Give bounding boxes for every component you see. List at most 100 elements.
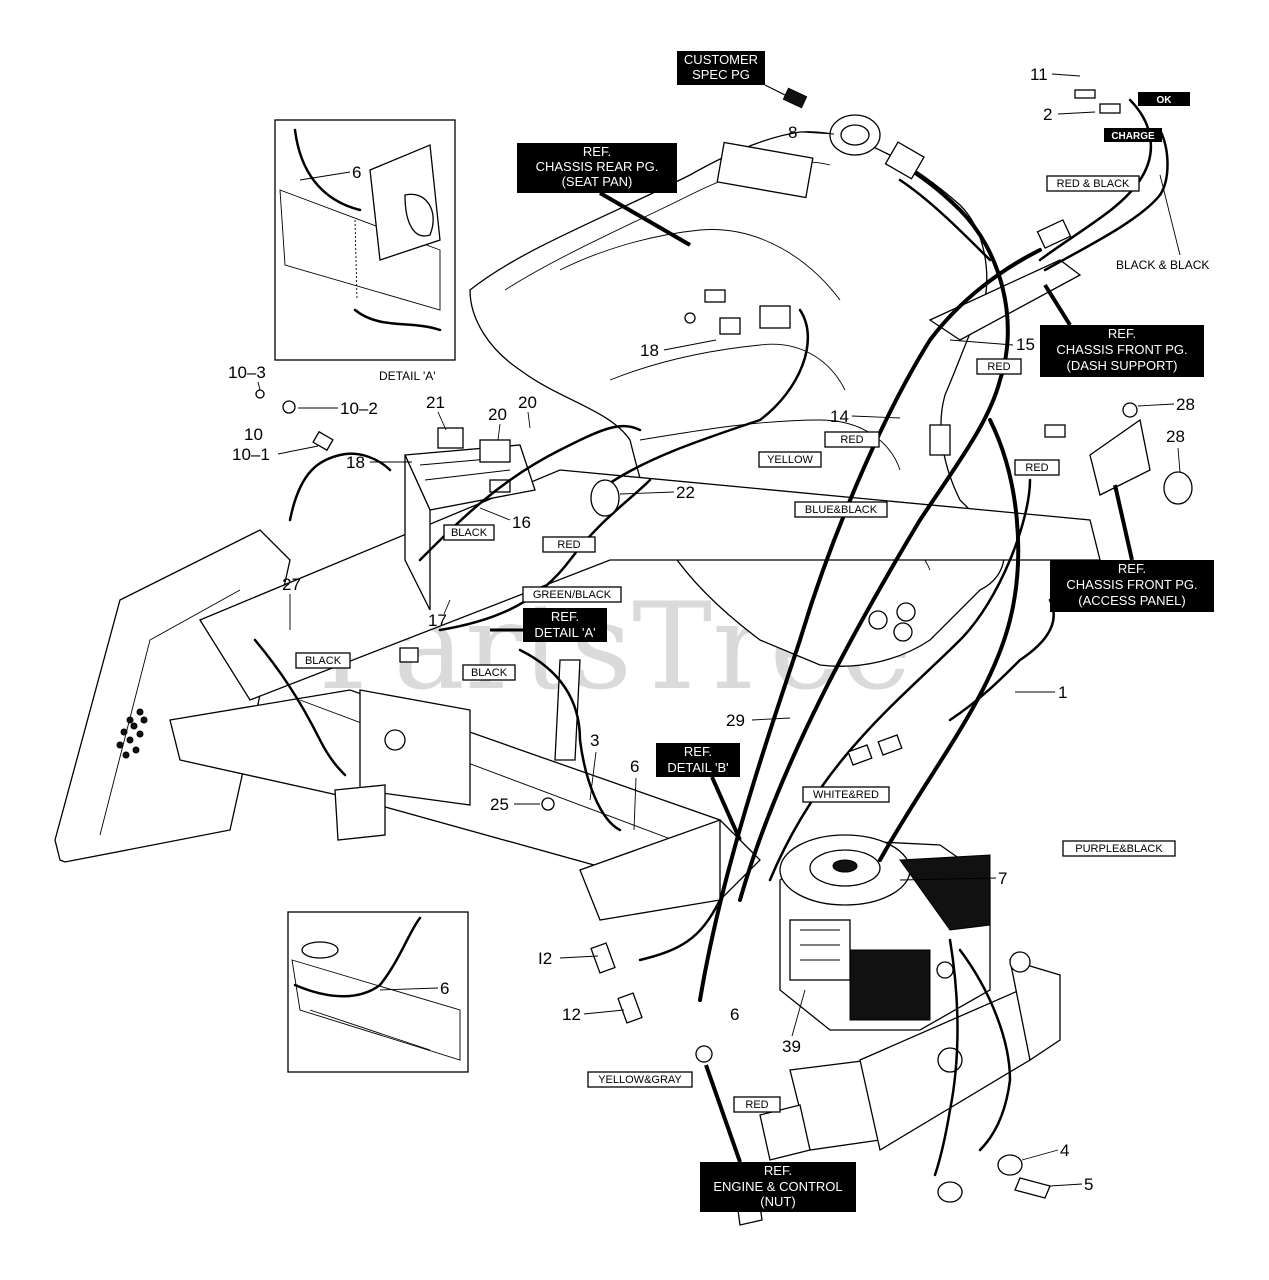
- callout-5: 5: [1049, 1175, 1093, 1194]
- wire-label-black: BLACK: [443, 524, 495, 541]
- svg-text:PURPLE&BLACK: PURPLE&BLACK: [1075, 843, 1163, 855]
- callout-14: 14: [830, 407, 901, 426]
- wire-label-white-red: WHITE&RED: [802, 786, 890, 803]
- svg-text:ENGINE & CONTROL: ENGINE & CONTROL: [713, 1179, 842, 1194]
- svg-text:10–3: 10–3: [228, 363, 266, 382]
- ref-box-customer: CUSTOMER SPEC PG: [677, 51, 786, 96]
- svg-text:6: 6: [730, 1005, 739, 1024]
- wire-label-black: BLACK: [462, 664, 516, 681]
- svg-text:REF.: REF.: [583, 144, 611, 159]
- callout-10-1: 10–1: [232, 445, 319, 464]
- svg-text:SPEC PG: SPEC PG: [692, 67, 750, 82]
- svg-text:16: 16: [512, 513, 531, 532]
- svg-text:RED: RED: [987, 361, 1010, 373]
- svg-text:18: 18: [346, 453, 365, 472]
- svg-text:7: 7: [998, 869, 1007, 888]
- ok-badge: OK: [1138, 92, 1190, 106]
- svg-text:(SEAT PAN): (SEAT PAN): [562, 174, 633, 189]
- callout-28-top: 28: [1137, 395, 1195, 414]
- svg-text:REF.: REF.: [764, 1163, 792, 1178]
- svg-text:10: 10: [244, 425, 263, 444]
- svg-text:1: 1: [1058, 683, 1067, 702]
- detail-b-inset: [287, 911, 469, 1073]
- svg-text:6: 6: [630, 757, 639, 776]
- engine: [779, 834, 991, 1031]
- callout-11: 11: [1030, 65, 1081, 84]
- callout-12: 12: [562, 1005, 625, 1024]
- svg-text:20: 20: [488, 405, 507, 424]
- svg-text:CHASSIS REAR PG.: CHASSIS REAR PG.: [536, 159, 659, 174]
- svg-text:15: 15: [1016, 335, 1035, 354]
- wire-label-purple-black: PURPLE&BLACK: [1062, 840, 1176, 857]
- svg-text:CHASSIS FRONT PG.: CHASSIS FRONT PG.: [1066, 577, 1197, 592]
- svg-text:12: 12: [562, 1005, 581, 1024]
- wire-label-red: RED: [733, 1096, 781, 1113]
- callout-6-engine: 6: [730, 1005, 739, 1024]
- callout-6-detail-b: 6: [379, 979, 449, 998]
- wire-label-green-black: GREEN/BLACK: [522, 586, 622, 603]
- svg-text:RED: RED: [557, 539, 580, 551]
- vent-holes: [116, 708, 148, 759]
- callout-20-b: 20: [518, 393, 537, 429]
- svg-text:REF.: REF.: [1118, 561, 1146, 576]
- wire-label-yellow: YELLOW: [758, 451, 822, 468]
- ref-box-dash-support: REF. CHASSIS FRONT PG. (DASH SUPPORT): [1040, 283, 1204, 377]
- svg-text:WHITE&RED: WHITE&RED: [813, 789, 879, 801]
- callout-10-2: 10–2: [298, 399, 378, 418]
- callout-8: 8: [788, 123, 835, 142]
- svg-text:2: 2: [1043, 105, 1052, 124]
- wire-label-red: RED: [824, 431, 880, 448]
- wire-label-yellow-gray: YELLOW&GRAY: [587, 1071, 693, 1088]
- svg-text:RED: RED: [840, 434, 863, 446]
- svg-text:39: 39: [782, 1037, 801, 1056]
- svg-text:I2: I2: [538, 949, 552, 968]
- detail-a-inset: DETAIL 'A': [274, 119, 456, 383]
- callout-6-frame: 6: [630, 757, 639, 831]
- callout-2: 2: [1043, 105, 1096, 124]
- callout-i2: I2: [538, 949, 599, 968]
- callout-18-battery: 18: [346, 453, 412, 472]
- wire-harness: [253, 98, 1169, 1177]
- svg-text:18: 18: [640, 341, 659, 360]
- svg-text:CUSTOMER: CUSTOMER: [684, 52, 758, 67]
- svg-text:5: 5: [1084, 1175, 1093, 1194]
- svg-text:BLACK: BLACK: [471, 667, 508, 679]
- ref-box-seat-pan: REF. CHASSIS REAR PG. (SEAT PAN): [517, 143, 692, 247]
- svg-text:(DASH SUPPORT): (DASH SUPPORT): [1067, 358, 1178, 373]
- wire-label-black-black: BLACK & BLACK: [1116, 258, 1209, 272]
- svg-text:CHARGE: CHARGE: [1111, 131, 1155, 142]
- svg-text:22: 22: [676, 483, 695, 502]
- callout-39: 39: [782, 989, 806, 1056]
- svg-text:8: 8: [788, 123, 797, 142]
- svg-text:DETAIL 'A': DETAIL 'A': [534, 625, 595, 640]
- svg-text:REF.: REF.: [551, 609, 579, 624]
- callout-17: 17: [428, 599, 451, 630]
- svg-text:YELLOW: YELLOW: [767, 454, 813, 466]
- wire-label-red: RED: [976, 358, 1022, 375]
- svg-text:10–1: 10–1: [232, 445, 270, 464]
- detail-a-caption: DETAIL 'A': [379, 369, 436, 383]
- callout-20-a: 20: [488, 405, 507, 441]
- svg-text:27: 27: [282, 575, 301, 594]
- svg-text:CHASSIS FRONT PG.: CHASSIS FRONT PG.: [1056, 342, 1187, 357]
- callout-6: 6: [299, 163, 361, 182]
- svg-text:YELLOW&GRAY: YELLOW&GRAY: [598, 1074, 682, 1086]
- svg-text:21: 21: [426, 393, 445, 412]
- svg-text:3: 3: [590, 731, 599, 750]
- wire-label-blue-black: BLUE&BLACK: [794, 501, 888, 518]
- wire-label-red: RED: [542, 536, 596, 553]
- callout-29: 29: [726, 711, 791, 730]
- svg-text:REF.: REF.: [684, 744, 712, 759]
- callout-7: 7: [899, 869, 1007, 888]
- ref-box-engine: REF. ENGINE & CONTROL (NUT): [700, 1064, 856, 1212]
- ref-box-access-panel: REF. CHASSIS FRONT PG. (ACCESS PANEL): [1050, 484, 1214, 612]
- svg-text:RED: RED: [1025, 462, 1048, 474]
- callout-25: 25: [490, 795, 540, 814]
- svg-text:14: 14: [830, 407, 849, 426]
- svg-text:BLACK: BLACK: [451, 527, 488, 539]
- callout-4: 4: [1021, 1141, 1069, 1161]
- svg-text:BLUE&BLACK: BLUE&BLACK: [805, 504, 878, 516]
- callout-27: 27: [282, 575, 301, 630]
